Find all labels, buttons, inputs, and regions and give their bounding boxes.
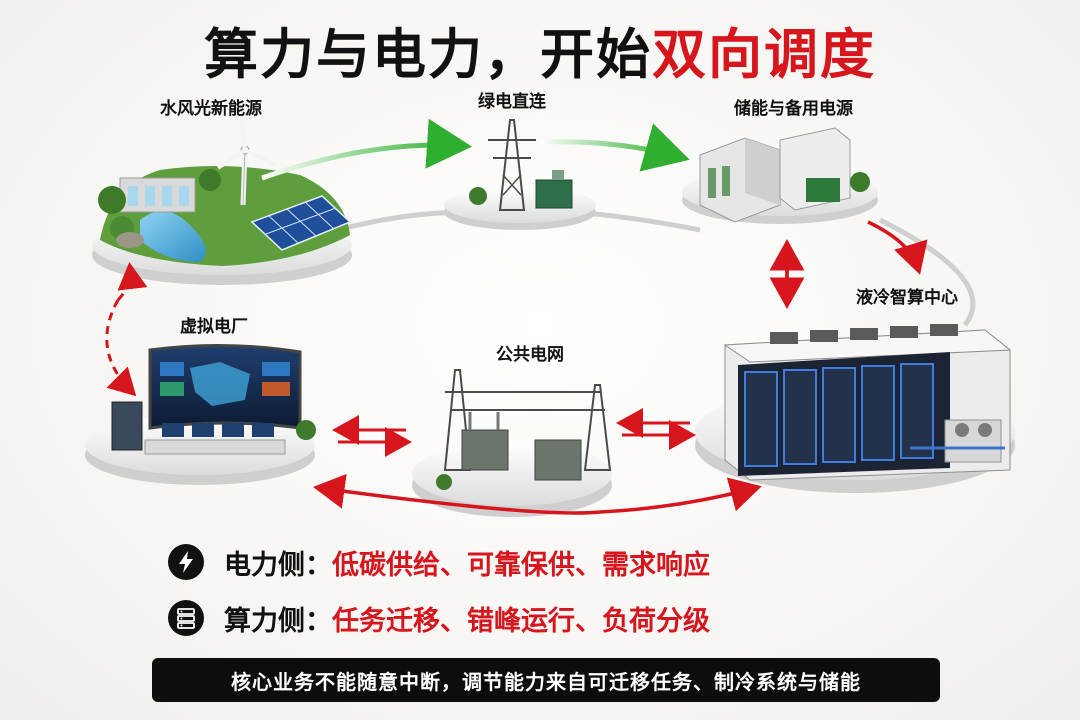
energy-storage-island [682, 127, 878, 224]
green-arrow-link-to-storage [539, 123, 690, 172]
power-side-row: 电力侧： 低碳供给、可靠保供、需求响应 [168, 542, 710, 582]
label-storage: 储能与备用电源 [734, 99, 853, 119]
power-side-value: 低碳供给、可靠保供、需求响应 [332, 549, 710, 581]
lightning-icon [168, 544, 204, 580]
red-bottom-arc-arrow [313, 473, 762, 515]
transmission-tower-icon [488, 119, 536, 211]
label-vpp: 虚拟电厂 [180, 317, 248, 337]
red-double-arrow-grid-datacenter [616, 408, 696, 450]
server-icon [168, 600, 204, 636]
page-title: 算力与电力，开始双向调度 [0, 10, 1080, 89]
label-datacenter: 液冷智算中心 [856, 288, 958, 308]
compute-side-value: 任务迁移、错峰运行、负荷分级 [332, 605, 710, 637]
red-dashed-arrow-renewable-vpp [105, 262, 148, 397]
virtual-power-plant-island [85, 343, 316, 485]
title-part-black: 算力与电力，开始 [204, 23, 652, 86]
compute-side-row: 算力侧： 任务迁移、错峰运行、负荷分级 [168, 598, 710, 638]
red-double-arrow-vpp-grid [332, 415, 412, 457]
wind-turbine-icon [216, 111, 276, 206]
datacenter-island [695, 324, 1015, 493]
red-arrow-storage-to-datacenter [867, 220, 928, 275]
label-grid: 公共电网 [496, 345, 564, 365]
label-renewable: 水风光新能源 [160, 99, 262, 119]
footer-banner: 核心业务不能随意中断，调节能力来自可迁移任务、制冷系统与储能 [152, 658, 940, 702]
solar-panel-icon [250, 195, 352, 251]
title-part-red: 双向调度 [652, 23, 876, 86]
green-arrow-renewable-to-link [261, 118, 472, 181]
public-grid-island [412, 369, 612, 517]
green-link-island [444, 170, 596, 230]
footer-text: 核心业务不能随意中断，调节能力来自可迁移任务、制冷系统与储能 [231, 669, 861, 694]
compute-side-key: 算力侧： [224, 605, 332, 637]
label-green-link: 绿电直连 [478, 92, 546, 112]
power-side-key: 电力侧： [224, 549, 332, 581]
